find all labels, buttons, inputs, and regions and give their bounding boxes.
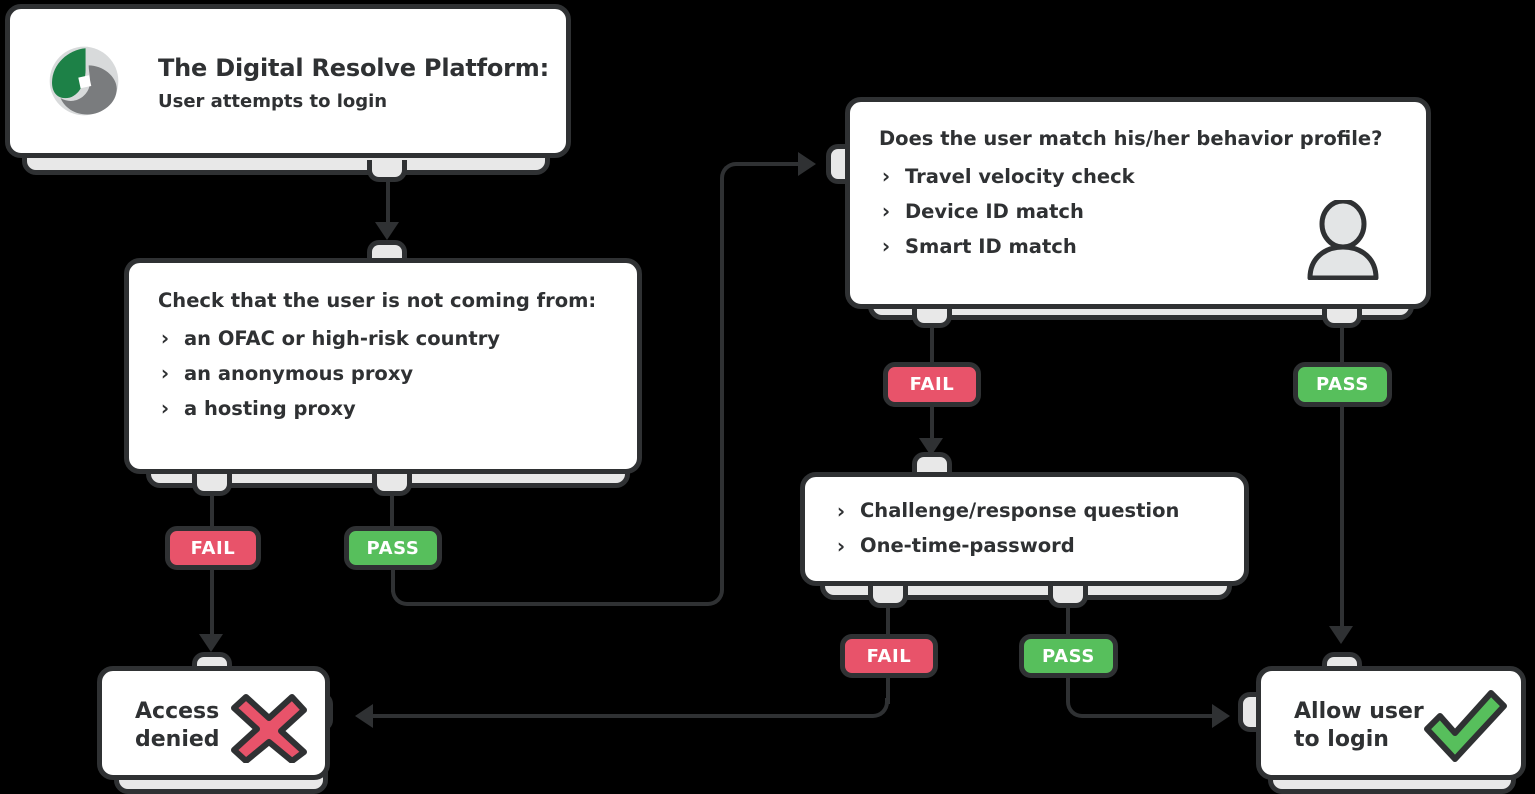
badge-behavior-pass: PASS bbox=[1293, 362, 1392, 407]
allowed-label: Allow user to login bbox=[1294, 698, 1424, 754]
behavior-bullet-2: › Smart ID match bbox=[879, 236, 1408, 256]
edge-stepup-fail-arrow bbox=[355, 704, 373, 728]
edge-geo-fail-arrow bbox=[199, 634, 223, 652]
stepup-bullet-0-label: Challenge/response question bbox=[860, 499, 1180, 523]
edge-behavior-fail-stub bbox=[930, 326, 934, 362]
edge-start-to-geo-line bbox=[386, 182, 390, 227]
chevron-right-icon: › bbox=[160, 361, 170, 386]
edge-behavior-pass-line bbox=[1340, 405, 1344, 633]
geo-card: Check that the user is not coming from: … bbox=[124, 258, 642, 474]
stepup-bullet-1-label: One-time-password bbox=[860, 534, 1075, 558]
stepup-card: › Challenge/response question › One-time… bbox=[800, 472, 1249, 586]
edge-geo-pass-corner-br bbox=[704, 586, 724, 606]
geo-bullet-1: › an anonymous proxy bbox=[158, 363, 619, 383]
red-cross-icon bbox=[231, 694, 307, 763]
chevron-right-icon: › bbox=[160, 396, 170, 421]
edge-geo-pass-corner-tl bbox=[720, 162, 740, 182]
edge-geo-pass-arrow bbox=[798, 152, 816, 176]
geo-bottom-connector-pass bbox=[372, 474, 412, 496]
edge-stepup-fail-down bbox=[886, 676, 890, 704]
behavior-left-connector bbox=[826, 144, 848, 184]
edge-stepup-pass-across bbox=[1084, 714, 1216, 718]
geo-bullet-0-label: an OFAC or high-risk country bbox=[184, 326, 501, 350]
denied-line-2: denied bbox=[135, 727, 220, 753]
geo-bottom-connector-fail bbox=[192, 474, 232, 496]
stepup-bullet-0: › Challenge/response question bbox=[834, 501, 1226, 521]
geo-bullet-1-label: an anonymous proxy bbox=[184, 361, 414, 385]
denied-label: Access denied bbox=[135, 698, 220, 754]
badge-behavior-fail: FAIL bbox=[883, 362, 981, 407]
allowed-left-connector bbox=[1238, 692, 1260, 732]
chevron-right-icon: › bbox=[881, 199, 891, 224]
edge-behavior-fail-line bbox=[930, 405, 934, 445]
stepup-bottom-connector-fail bbox=[868, 586, 908, 608]
edge-start-to-geo-arrow bbox=[375, 222, 399, 240]
geo-heading: Check that the user is not coming from: bbox=[158, 289, 597, 312]
badge-stepup-pass: PASS bbox=[1019, 634, 1118, 678]
geo-bullet-2-label: a hosting proxy bbox=[184, 396, 356, 420]
chevron-right-icon: › bbox=[160, 326, 170, 351]
behavior-bullet-2-label: Smart ID match bbox=[905, 234, 1077, 258]
geo-bullet-list: › an OFAC or high-risk country › an anon… bbox=[158, 328, 619, 418]
stepup-top-connector bbox=[912, 452, 952, 474]
edge-stepup-fail-across bbox=[371, 714, 871, 718]
badge-geo-pass: PASS bbox=[344, 526, 442, 570]
edge-geo-pass-up bbox=[720, 178, 724, 588]
badge-geo-fail: FAIL bbox=[165, 526, 261, 570]
start-subtitle: User attempts to login bbox=[158, 90, 388, 112]
edge-geo-fail-line bbox=[210, 568, 214, 640]
behavior-bullet-1: › Device ID match bbox=[879, 201, 1408, 221]
edge-geo-pass-down bbox=[391, 568, 395, 592]
allowed-line-1: Allow user bbox=[1294, 699, 1424, 724]
stepup-bullet-1: › One-time-password bbox=[834, 536, 1226, 556]
chevron-right-icon: › bbox=[881, 234, 891, 259]
behavior-bottom-connector-pass bbox=[1322, 306, 1362, 328]
start-card: The Digital Resolve Platform: User attem… bbox=[5, 4, 571, 158]
edge-stepup-pass-corner bbox=[1066, 698, 1086, 718]
allowed-line-2: to login bbox=[1294, 727, 1389, 753]
edge-geo-pass-into-behavior bbox=[736, 162, 800, 166]
behavior-bullet-0: › Travel velocity check bbox=[879, 166, 1408, 186]
chevron-right-icon: › bbox=[836, 499, 846, 523]
edge-stepup-pass-down bbox=[1066, 676, 1070, 702]
geo-bullet-0: › an OFAC or high-risk country bbox=[158, 328, 619, 348]
edge-stepup-fail-stub bbox=[886, 606, 890, 634]
green-check-icon bbox=[1424, 690, 1507, 762]
denied-card: Access denied bbox=[97, 666, 330, 780]
behavior-bullet-list: › Travel velocity check › Device ID matc… bbox=[879, 166, 1408, 256]
geo-top-connector bbox=[367, 240, 407, 262]
allowed-card: Allow user to login bbox=[1256, 666, 1526, 780]
behavior-heading: Does the user match his/her behavior pro… bbox=[879, 127, 1383, 150]
edge-geo-pass-corner-bl bbox=[391, 586, 411, 606]
stepup-bottom-connector-pass bbox=[1048, 586, 1088, 608]
edge-geo-pass-stub bbox=[390, 494, 394, 526]
behavior-card: Does the user match his/her behavior pro… bbox=[845, 97, 1431, 309]
chevron-right-icon: › bbox=[881, 164, 891, 189]
badge-stepup-fail: FAIL bbox=[840, 634, 938, 678]
user-silhouette-icon bbox=[1307, 200, 1379, 280]
edge-behavior-fail-arrow bbox=[919, 438, 943, 456]
geo-bullet-2: › a hosting proxy bbox=[158, 398, 619, 418]
edge-stepup-pass-arrow bbox=[1212, 704, 1230, 728]
edge-stepup-fail-corner bbox=[869, 698, 889, 718]
edge-geo-pass-across bbox=[409, 602, 707, 606]
denied-line-1: Access bbox=[135, 699, 220, 724]
edge-stepup-pass-stub bbox=[1066, 606, 1070, 634]
edge-behavior-pass-stub bbox=[1340, 326, 1344, 362]
digital-resolve-logo-icon bbox=[49, 46, 119, 116]
edge-geo-fail-stub bbox=[210, 494, 214, 526]
behavior-bottom-connector-fail bbox=[912, 306, 952, 328]
start-bottom-connector bbox=[367, 160, 407, 182]
start-title: The Digital Resolve Platform: bbox=[158, 54, 549, 82]
behavior-bullet-1-label: Device ID match bbox=[905, 199, 1084, 223]
edge-behavior-pass-arrow bbox=[1329, 626, 1353, 644]
chevron-right-icon: › bbox=[836, 534, 846, 558]
behavior-bullet-0-label: Travel velocity check bbox=[905, 164, 1135, 188]
